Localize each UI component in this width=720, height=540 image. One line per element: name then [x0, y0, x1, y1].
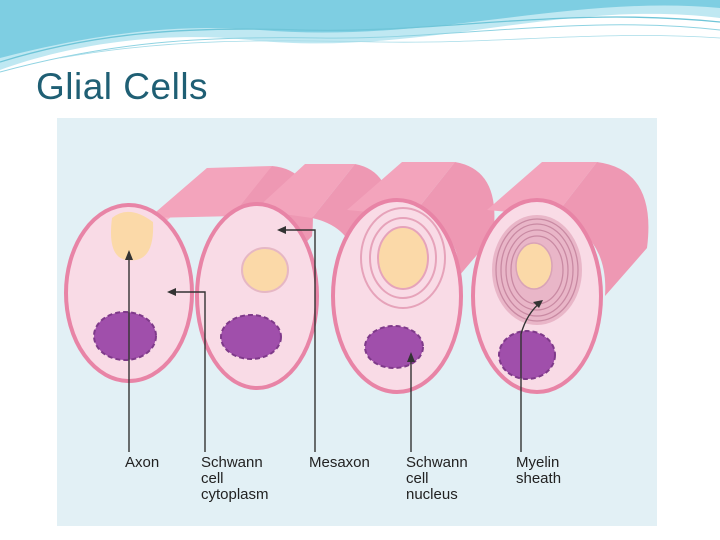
- label-mesaxon: Mesaxon: [309, 454, 370, 471]
- leader-lines: [128, 229, 542, 452]
- label-myelin-sheath: Myelin sheath: [516, 454, 562, 487]
- stage-4-cell: [471, 162, 649, 394]
- header-swoosh-decoration: [0, 0, 720, 73]
- figure-panel: Axon Schwann cell cytoplasm Mesaxon Schw…: [57, 118, 657, 526]
- label-axon: Axon: [125, 454, 160, 471]
- label-schwann-cell-cytoplasm: Schwann cell cytoplasm: [201, 454, 269, 503]
- stage-3-cell: [331, 162, 495, 394]
- label-schwann-cell-nucleus: Schwann cell nucleus: [406, 454, 468, 503]
- arrowheads: [125, 226, 543, 362]
- myelination-diagram: [64, 162, 649, 452]
- slide-title: Glial Cells: [36, 66, 209, 107]
